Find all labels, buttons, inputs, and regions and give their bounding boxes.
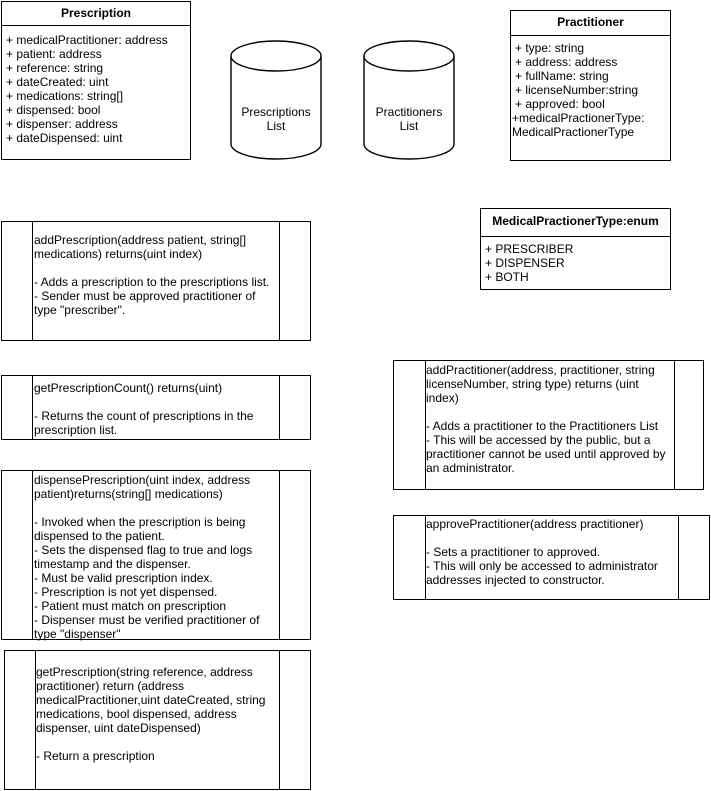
add-practitioner-process[interactable]: addPractitioner(address, practitioner, s…: [393, 360, 704, 490]
get-prescription-text: getPrescription(string reference, addres…: [36, 665, 266, 763]
process-left-bar: [32, 376, 33, 439]
process-right-bar: [678, 516, 679, 599]
practitioners-list-label-line2: List: [400, 119, 419, 133]
add-prescription-text: addPrescription(address patient, string[…: [34, 233, 270, 317]
prescription-attribute: + dispenser: address: [6, 117, 118, 131]
enum-value: + PRESCRIBER: [485, 242, 574, 256]
get-prescription-count-process[interactable]: getPrescriptionCount() returns(uint) - R…: [1, 375, 311, 440]
practitioner-attribute: + licenseNumber:string: [515, 83, 639, 97]
practitioner-attribute: + fullName: string: [515, 69, 609, 83]
process-left-bar: [32, 471, 33, 639]
add-practitioner-text: addPractitioner(address, practitioner, s…: [426, 363, 666, 475]
prescriptions-list-label-line1: Prescriptions: [241, 105, 310, 119]
enum-value: + DISPENSER: [485, 256, 565, 270]
practitioner-attribute: +medicalPractionerType: MedicalPractione…: [512, 111, 645, 139]
practitioner-class-divider: [511, 35, 670, 36]
practitioners-list-database[interactable]: Practitioners List: [362, 38, 456, 164]
practitioner-class-box[interactable]: Practitioner + type: string + address: a…: [510, 10, 671, 161]
process-right-bar: [279, 376, 280, 439]
process-right-bar: [674, 361, 675, 489]
prescriptions-list-database[interactable]: Prescriptions List: [229, 38, 323, 164]
enum-value: + BOTH: [485, 270, 529, 284]
process-left-bar: [425, 516, 426, 599]
prescription-attribute: + patient: address: [6, 47, 102, 61]
get-prescription-process[interactable]: getPrescription(string reference, addres…: [4, 650, 311, 790]
practitioner-attribute: + type: string: [515, 41, 585, 55]
prescription-attribute: + dispensed: bool: [6, 103, 101, 117]
prescription-attribute: + reference: string: [6, 61, 104, 75]
prescription-class-title: Prescription: [60, 6, 132, 20]
dispense-prescription-text: dispensePrescription(uint index, address…: [34, 473, 260, 641]
prescriptions-list-label-line2: List: [267, 119, 286, 133]
practitioner-attribute: + approved: bool: [515, 97, 605, 111]
prescription-attribute: + medicalPractitioner: address: [6, 33, 168, 47]
prescription-class-box[interactable]: Prescription + medicalPractitioner: addr…: [1, 1, 191, 160]
prescription-class-divider: [2, 25, 190, 26]
process-right-bar: [279, 651, 280, 789]
practitioner-class-title: Practitioner: [557, 15, 624, 29]
enum-class-title: MedicalPractionerType:enum: [492, 214, 659, 228]
prescription-attribute: + dateCreated: uint: [6, 75, 109, 89]
add-prescription-process[interactable]: addPrescription(address patient, string[…: [1, 221, 311, 341]
process-left-bar: [425, 361, 426, 489]
practitioner-attribute: + address: address: [515, 55, 618, 69]
process-right-bar: [279, 471, 280, 639]
process-right-bar: [279, 222, 280, 340]
approve-practitioner-text: approvePractitioner(address practitioner…: [426, 517, 658, 587]
prescription-attribute: + medications: string[]: [6, 89, 124, 103]
process-left-bar: [32, 222, 33, 340]
prescription-attribute: + dateDispensed: uint: [6, 131, 123, 145]
medical-practioner-type-enum-box[interactable]: MedicalPractionerType:enum + PRESCRIBER …: [480, 208, 671, 290]
practitioners-list-label-line1: Practitioners: [376, 105, 443, 119]
process-left-bar: [35, 651, 36, 789]
enum-class-divider: [481, 236, 670, 237]
approve-practitioner-process[interactable]: approvePractitioner(address practitioner…: [393, 515, 710, 600]
get-prescription-count-text: getPrescriptionCount() returns(uint) - R…: [34, 381, 254, 437]
dispense-prescription-process[interactable]: dispensePrescription(uint index, address…: [1, 470, 311, 641]
